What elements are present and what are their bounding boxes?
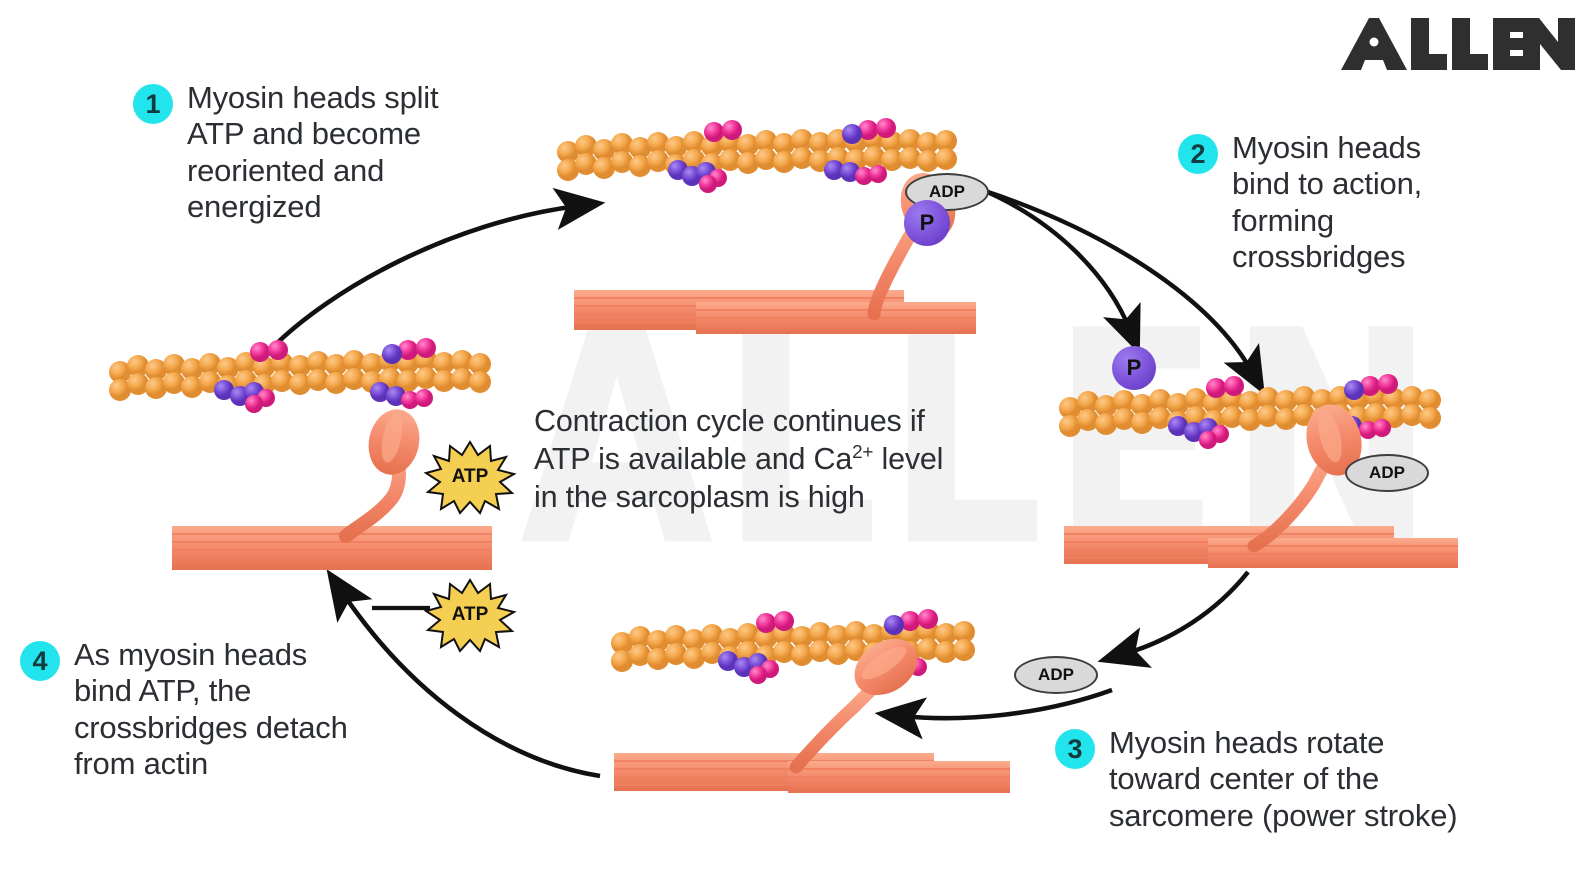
- actin-filament-bottom: [611, 609, 975, 684]
- troponin-complex-a: [214, 340, 288, 413]
- step-4-line-3: crossbridges detach: [74, 709, 348, 745]
- actin-filament-right: [1059, 374, 1441, 449]
- troponin-complex-b: [1342, 374, 1398, 439]
- adp-label-right: ADP: [1345, 454, 1429, 492]
- step-3-line-2: toward center of the: [1109, 761, 1379, 797]
- step-4-line-2: bind ATP, the: [74, 673, 252, 709]
- myosin-head-right: [1247, 404, 1362, 553]
- troponin-complex-b: [824, 118, 896, 185]
- allen-logo: [1339, 16, 1531, 72]
- troponin-complex-a: [668, 120, 742, 193]
- troponin-complex-b: [884, 609, 938, 676]
- arrow-left-to-top: [270, 187, 606, 350]
- arrow-bottom-to-left: [326, 569, 601, 779]
- step-1-line-2: ATP and become: [187, 116, 421, 152]
- step-1-line-4: energized: [187, 188, 322, 224]
- myosin-thick-filament-top: [574, 290, 976, 334]
- arrow-adp-to-bottom: [874, 687, 1113, 740]
- center-caption: Contraction cycle continues if ATP is av…: [534, 402, 1054, 516]
- caption-line-1: Contraction cycle continues if: [534, 404, 925, 438]
- caption-superscript: 2+: [852, 441, 874, 463]
- step-1: 1 Myosin heads split ATP and become reor…: [133, 80, 553, 225]
- arrow-top-to-released-p: [977, 185, 1141, 355]
- panel-bottom: [610, 609, 1010, 810]
- step-4-line-4: from actin: [74, 745, 209, 781]
- myosin-thick-filament-left: [172, 526, 492, 570]
- actin-filament-top: [557, 118, 957, 193]
- atp-starburst-lower: ATP: [423, 578, 517, 653]
- atp-label-upper: ATP: [451, 466, 489, 487]
- allen-logo-n: [1519, 16, 1579, 77]
- step-2-line-4: crossbridges: [1232, 238, 1406, 274]
- myosin-head-bottom-power-stroke: [789, 638, 918, 774]
- step-2-line-3: forming: [1232, 202, 1334, 238]
- step-4-text: As myosin heads bind ATP, the crossbridg…: [74, 637, 348, 782]
- step-3-badge: 3: [1055, 729, 1095, 769]
- adp-label-released: ADP: [1014, 656, 1098, 694]
- troponin-complex-a: [1168, 376, 1244, 449]
- p-label-on-head: P: [904, 200, 950, 246]
- caption-line-2a: ATP is available and Ca: [534, 442, 853, 477]
- troponin-complex-a: [718, 611, 794, 684]
- step-1-line-3: reoriented and: [187, 152, 385, 188]
- p-released: P: [1112, 346, 1156, 390]
- atp-starburst-upper: ATP: [423, 440, 517, 515]
- myosin-thick-filament-right: [1064, 526, 1458, 568]
- step-3-line-1: Myosin heads rotate: [1109, 725, 1385, 760]
- actin-filament-left: [109, 338, 491, 413]
- step-4: 4 As myosin heads bind ATP, the crossbri…: [20, 637, 480, 782]
- panel-right: [1058, 374, 1458, 583]
- step-1-line-1: Myosin heads split: [187, 80, 439, 115]
- step-2: 2 Myosin heads bind to action, forming c…: [1178, 130, 1568, 275]
- panel-left: [108, 338, 538, 585]
- caption-line-3: in the sarcoplasm is high: [534, 480, 865, 515]
- caption-line-2b: level: [873, 442, 944, 477]
- myosin-head-left-detached: [339, 409, 420, 543]
- caption-line-2: ATP is available and Ca2+ level: [534, 440, 1054, 478]
- troponin-complex-b: [370, 338, 436, 409]
- step-3: 3 Myosin heads rotate toward center of t…: [1055, 725, 1575, 834]
- step-2-line-2: bind to action,: [1232, 166, 1423, 202]
- step-2-text: Myosin heads bind to action, forming cro…: [1232, 130, 1422, 275]
- step-3-line-3: sarcomere (power stroke): [1109, 797, 1458, 833]
- step-1-badge: 1: [133, 84, 173, 124]
- step-1-text: Myosin heads split ATP and become reorie…: [187, 80, 439, 225]
- step-2-badge: 2: [1178, 134, 1218, 174]
- arrow-top-to-right: [981, 187, 1265, 396]
- step-2-line-1: Myosin heads: [1232, 130, 1421, 165]
- step-4-badge: 4: [20, 641, 60, 681]
- step-4-line-1: As myosin heads: [74, 637, 308, 672]
- step-3-text: Myosin heads rotate toward center of the…: [1109, 725, 1458, 834]
- atp-label-lower: ATP: [451, 604, 489, 625]
- arrow-right-to-bottom: [1097, 570, 1250, 668]
- myosin-thick-filament-bottom: [614, 753, 1010, 793]
